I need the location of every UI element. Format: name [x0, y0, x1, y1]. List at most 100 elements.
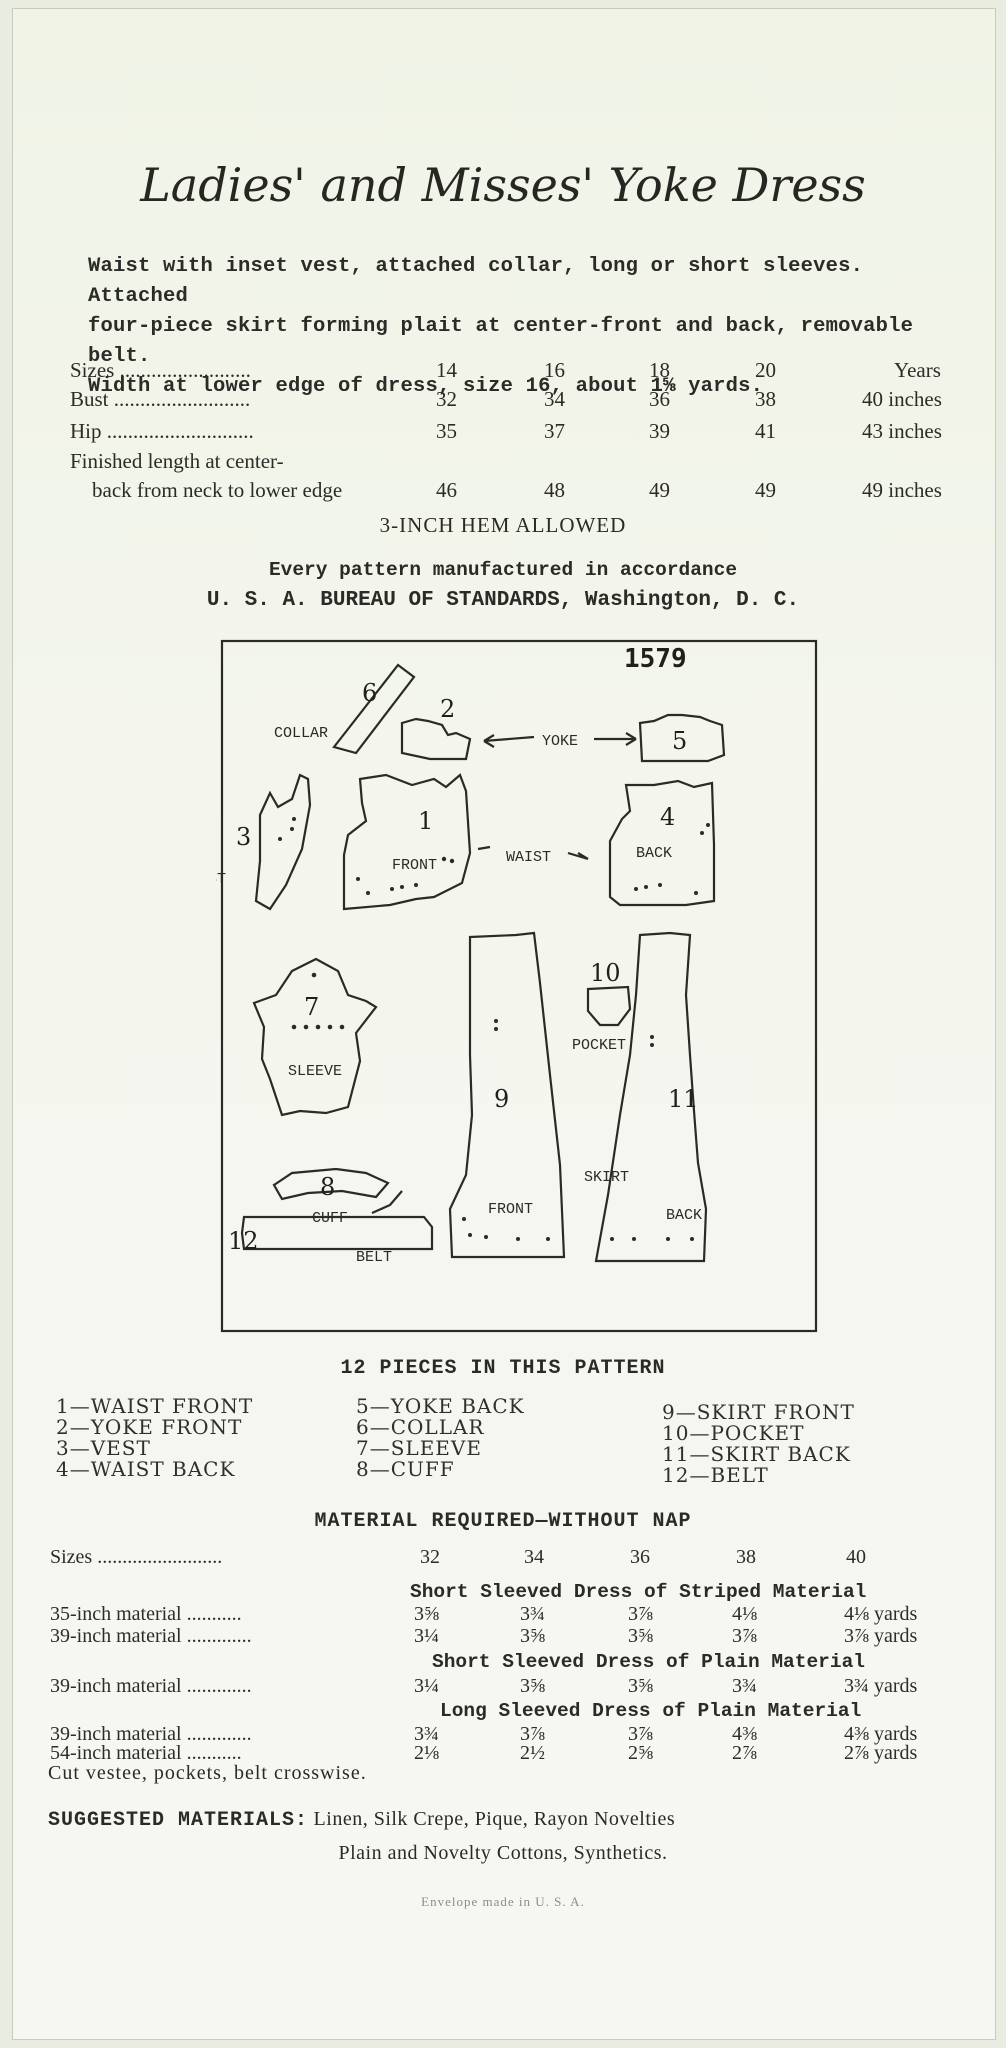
suggested-line: Plain and Novelty Cottons, Synthetics. [338, 1842, 668, 1864]
diagram-label: YOKE [542, 733, 578, 750]
envelope-note: Envelope made in U. S. A. [421, 1894, 585, 1909]
row-label: 54-inch material ........... [50, 1742, 242, 1764]
cell: 40 [846, 1546, 866, 1568]
size-chart-row: Sizes ......................... 14 16 18… [60, 358, 980, 388]
cell: 35 [436, 419, 457, 443]
cell: 38 [736, 1546, 756, 1568]
piece-item: 2—YOKE FRONT [56, 1415, 243, 1439]
piece-number: 8 [320, 1173, 335, 1201]
piece-number: 4 [660, 803, 675, 831]
suggested-line: Linen, Silk Crepe, Pique, Rayon Noveltie… [313, 1808, 676, 1830]
suggested-label: SUGGESTED MATERIALS: [48, 1809, 309, 1832]
cell: 4⅛ [732, 1603, 757, 1625]
description-line: four-piece skirt forming plait at center… [88, 315, 914, 368]
diagram-label: POCKET [572, 1037, 626, 1054]
cell: 3⅝ [628, 1675, 653, 1697]
piece-number: 1 [418, 807, 433, 835]
skirt-front-piece [448, 931, 566, 1259]
pocket-piece [586, 985, 632, 1027]
material-sizes-row: Sizes ......................... 32 34 36… [50, 1546, 990, 1570]
row-label: Sizes ......................... [70, 358, 251, 382]
cell: 48 [544, 478, 565, 502]
size-chart-row: Bust .......................... 32 34 36… [60, 387, 980, 417]
section-heading: Long Sleeved Dress of Plain Material [440, 1700, 862, 1722]
cut-note: Cut vestee, pockets, belt crosswise. [48, 1762, 367, 1784]
yoke-back-piece [638, 713, 726, 763]
piece-item: 10—POCKET [662, 1421, 805, 1445]
cell: 3⅞ yards [844, 1625, 918, 1647]
row-label: 39-inch material ............. [50, 1675, 252, 1697]
cell: 49 [649, 478, 670, 502]
piece-item: 8—CUFF [356, 1457, 455, 1481]
row-label: 35-inch material ........... [50, 1603, 242, 1625]
cell: 34 [524, 1546, 544, 1568]
cell: 41 [755, 419, 776, 443]
material-row: 39-inch material ............. 3¼ 3⅝ 3⅝ … [50, 1625, 990, 1649]
description-line: Waist with inset vest, attached collar, … [88, 255, 864, 308]
piece-item: 7—SLEEVE [356, 1436, 482, 1460]
cell: 32 [436, 387, 457, 411]
cell: 3⅞ [732, 1625, 757, 1647]
cell: 20 [755, 358, 776, 382]
yoke-arrow-right [594, 732, 637, 746]
size-chart-row: Hip ............................ 35 37 3… [60, 419, 980, 449]
cell: 3⅝ [520, 1625, 545, 1647]
cell: 36 [649, 387, 670, 411]
row-label: Hip ............................ [70, 419, 254, 443]
material-title: MATERIAL REQUIRED—WITHOUT NAP [314, 1510, 692, 1533]
cell: 3⅝ [414, 1603, 439, 1625]
cell: 3¾ yards [844, 1675, 918, 1697]
cell: 38 [755, 387, 776, 411]
cell: 2⅛ [414, 1742, 439, 1764]
description: Waist with inset vest, attached collar, … [88, 252, 968, 402]
cell: 3¼ [414, 1675, 439, 1697]
row-label: Sizes ......................... [50, 1546, 223, 1568]
material-row: 35-inch material ........... 3⅝ 3¾ 3⅞ 4⅛… [50, 1603, 990, 1627]
cell: 16 [544, 358, 565, 382]
cell: 49 inches [862, 478, 942, 502]
suggested-materials: SUGGESTED MATERIALS: Linen, Silk Crepe, … [48, 1808, 988, 1832]
pieces-column: 5—YOKE BACK 6—COLLAR 7—SLEEVE 8—CUFF [356, 1396, 525, 1480]
diagram-label: BELT [356, 1249, 392, 1266]
cuff-piece [272, 1167, 390, 1201]
pattern-number: 1579 [624, 644, 687, 674]
piece-number: 2 [440, 695, 455, 723]
yoke-front-piece [400, 717, 472, 761]
cell: 3⅝ [628, 1625, 653, 1647]
waist-arrow-right [567, 851, 589, 861]
piece-item: 9—SKIRT FRONT [662, 1400, 855, 1424]
cell: 4⅛ yards [844, 1603, 918, 1625]
yoke-arrow-left [483, 734, 535, 748]
cell: 36 [630, 1546, 650, 1568]
diagram-label: CUFF [312, 1210, 348, 1227]
material-row: 39-inch material ............. 3¼ 3⅝ 3⅝ … [50, 1675, 990, 1699]
piece-item: 5—YOKE BACK [356, 1394, 525, 1418]
cell: 43 inches [862, 419, 942, 443]
cell: 46 [436, 478, 457, 502]
piece-number: 10 [590, 959, 621, 987]
cell: 34 [544, 387, 565, 411]
cell: 49 [755, 478, 776, 502]
belt-piece [240, 1215, 434, 1251]
pieces-column: 9—SKIRT FRONT 10—POCKET 11—SKIRT BACK 12… [662, 1402, 855, 1486]
cell: 3⅞ [520, 1723, 545, 1745]
skirt-back-piece [594, 931, 708, 1263]
pieces-column: 1—WAIST FRONT 2—YOKE FRONT 3—VEST 4—WAIS… [56, 1396, 253, 1480]
waist-back-piece [608, 779, 716, 907]
diagram-label: SLEEVE [288, 1063, 342, 1080]
diagram-label: BACK [666, 1207, 702, 1224]
piece-item: 1—WAIST FRONT [56, 1394, 254, 1418]
diagram-label: FRONT [488, 1201, 533, 1218]
diagram-label: COLLAR [274, 725, 328, 742]
piece-number: 5 [672, 727, 687, 755]
cell: 4⅜ yards [844, 1723, 918, 1745]
piece-item: 3—VEST [56, 1436, 151, 1460]
hem-note: 3-INCH HEM ALLOWED [379, 513, 627, 537]
diagram-label: BACK [636, 845, 672, 862]
row-label: Bust .......................... [70, 387, 251, 411]
cell: 39 [649, 419, 670, 443]
cell: 2⅞ [732, 1742, 757, 1764]
diagram-label: VEST [216, 871, 226, 888]
collar-piece [332, 663, 416, 755]
diagram-frame [220, 639, 818, 1333]
